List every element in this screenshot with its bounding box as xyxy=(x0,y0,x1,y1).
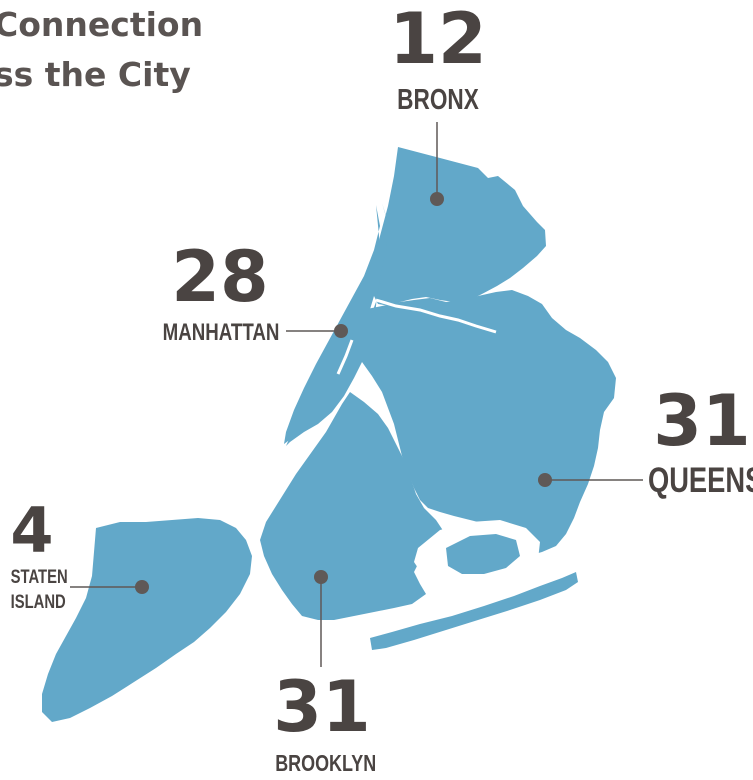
staten-marker xyxy=(135,580,149,594)
east-river xyxy=(336,339,354,375)
bronx-label: BRONX xyxy=(397,84,479,116)
staten-island-shape xyxy=(42,518,252,722)
staten-label-line-1: STATEN xyxy=(10,567,68,588)
brooklyn-marker xyxy=(314,570,328,584)
bronx-marker xyxy=(430,192,444,206)
brooklyn-label: BROOKLYN xyxy=(275,750,377,776)
page-title-line-2: ss the City xyxy=(0,55,191,94)
manhattan-count: 28 xyxy=(171,236,269,318)
staten-label-line-2: ISLAND xyxy=(10,592,66,613)
rockaway-shape xyxy=(370,572,578,650)
queens-label: QUEENS xyxy=(647,461,753,500)
manhattan-label: MANHATTAN xyxy=(162,319,280,346)
queens-count: 31 xyxy=(653,380,751,462)
page-title-line-1: Connection xyxy=(0,5,204,44)
bronx-shape xyxy=(372,147,546,306)
staten-count: 4 xyxy=(10,494,54,567)
brooklyn-count: 31 xyxy=(273,666,371,748)
manhattan-west-shape xyxy=(284,205,380,444)
harlem-river xyxy=(375,298,497,334)
bronx-count: 12 xyxy=(389,0,487,80)
brooklyn-shape xyxy=(260,392,452,620)
queens-marker xyxy=(538,473,552,487)
manhattan-marker xyxy=(334,324,348,338)
queens-shape xyxy=(352,290,616,556)
jamaica-bay-island xyxy=(446,534,520,574)
